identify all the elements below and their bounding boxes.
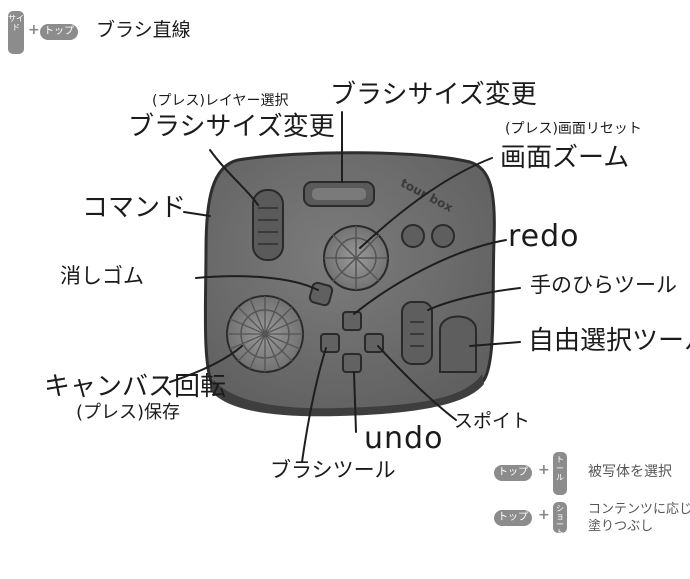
top-key: トップ: [40, 24, 78, 40]
label-hand-tool: 手のひらツール: [530, 273, 677, 297]
label-brush-size-change-top: ブラシサイズ変更: [330, 80, 537, 110]
label-press-layer-select: (プレス)レイヤー選択: [152, 93, 289, 109]
label-command: コマンド: [82, 193, 187, 223]
leader-brush-size-left: [209, 149, 259, 206]
tall-button[interactable]: [401, 301, 433, 365]
label-redo: redo: [508, 219, 580, 254]
top-knob[interactable]: [303, 181, 375, 207]
legend-row2-top-key: トップ: [494, 510, 532, 526]
leader-redo: [353, 239, 507, 315]
label-canvas-rotate: キャンバス回転: [44, 372, 227, 402]
leader-canvas-rotate: [169, 345, 243, 383]
round-button-2[interactable]: [431, 224, 455, 248]
header-plus: +: [28, 22, 40, 38]
leader-eraser: [195, 275, 319, 291]
legend-row2-plus: +: [538, 507, 550, 523]
legend-row1-tall-key: トール: [553, 452, 567, 495]
label-brush-size-change-left: ブラシサイズ変更: [128, 112, 335, 142]
label-press-canvas-reset: (プレス)画面リセット: [505, 121, 642, 137]
large-dial[interactable]: [226, 295, 304, 373]
legend-row1-top-key: トップ: [494, 465, 532, 481]
leader-command: [183, 211, 211, 217]
label-eraser: 消しゴム: [60, 264, 144, 288]
leader-canvas-zoom: [359, 157, 493, 249]
round-button-1[interactable]: [401, 224, 425, 248]
tall-knob[interactable]: [252, 189, 284, 261]
label-brush-tool: ブラシツール: [270, 458, 396, 482]
label-canvas-zoom: 画面ズーム: [500, 143, 630, 173]
legend-row2-short-key: ショート: [553, 502, 567, 537]
legend-row2-text-line1: コンテンツに応じた: [588, 502, 690, 517]
header-title: ブラシ直線: [96, 19, 191, 41]
leader-undo: [353, 371, 357, 433]
side-key: サイド: [8, 11, 24, 54]
leader-eyedropper: [377, 345, 457, 421]
leader-brush-tool: [301, 347, 327, 463]
leader-hand-tool: [427, 287, 521, 311]
legend-row1-plus: +: [538, 462, 550, 478]
short-button[interactable]: [439, 315, 477, 373]
label-undo: undo: [364, 421, 444, 456]
legend-row2-text-line2: 塗りつぶし: [588, 519, 654, 534]
leader-free-select: [469, 341, 521, 347]
label-press-save: (プレス)保存: [76, 402, 181, 423]
label-eyedropper: スポイト: [454, 410, 531, 432]
label-free-select-tool: 自由選択ツール: [528, 326, 690, 356]
legend-row1-text: 被写体を選択: [588, 464, 672, 480]
eraser-button[interactable]: [308, 281, 334, 307]
center-dial[interactable]: [323, 225, 389, 291]
